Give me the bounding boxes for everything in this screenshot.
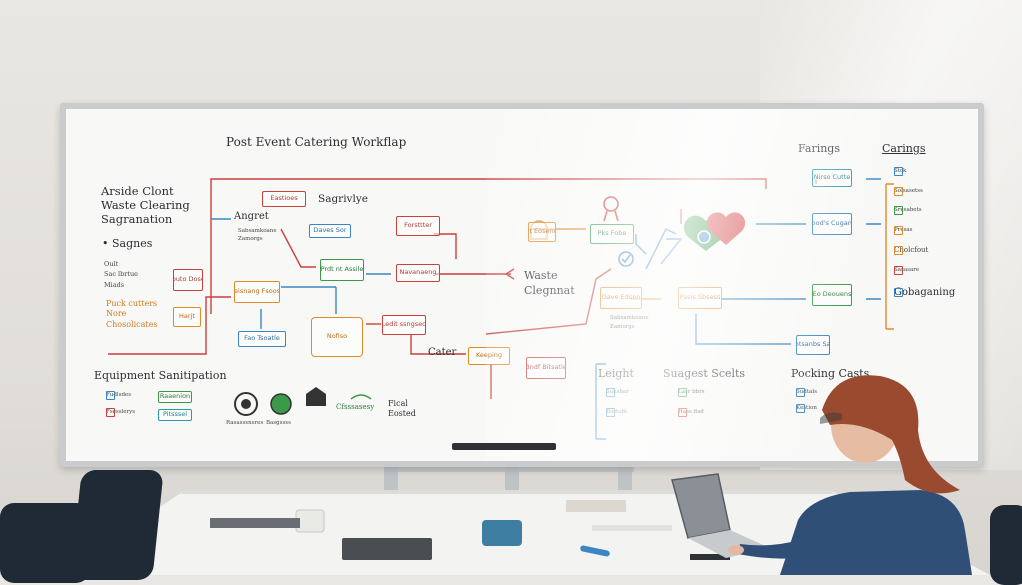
list-item: Sabsamkoane	[610, 315, 649, 321]
sagnes-list: Oult Sac lbrtue Miads	[104, 259, 138, 290]
icon-caption: Cfsssasesy	[336, 403, 375, 411]
final-label-line: Eosted	[388, 408, 416, 418]
waste-label-line: Clegnnat	[524, 283, 575, 297]
flow-box: Pks Fobe	[590, 224, 634, 244]
flow-box: Pood's Cugang	[812, 213, 852, 235]
flow-box: Fat Eosenne	[528, 222, 556, 242]
angret-label: Angret	[234, 211, 269, 222]
flow-box: Pitsssel	[158, 409, 192, 421]
list-item: Sasasare	[894, 267, 920, 273]
checkbox-icon	[106, 407, 115, 417]
flow-box: Harjt	[173, 307, 201, 327]
waste-label: Waste Clegnnat	[524, 269, 575, 299]
list-item: Chosolicates	[106, 319, 158, 329]
left-heading-line: Sagranation	[101, 211, 173, 226]
leight-item: Sohsbar	[606, 387, 629, 397]
waste-notes: Sabsamkoane Zamorgs	[610, 314, 649, 332]
list-item: Sresabets	[894, 207, 922, 213]
left-heading-line: Arside Clont	[101, 184, 174, 198]
checkbox-icon	[606, 407, 615, 417]
checkbox-icon	[894, 206, 903, 216]
equipment-item: Fsesslerys	[106, 407, 136, 417]
list-item: Solsasetss	[894, 187, 923, 194]
list-item: Zamorgs	[238, 236, 263, 243]
carings-item: Sresabets	[894, 206, 955, 216]
checkbox-icon	[894, 288, 903, 297]
checkbox-icon	[894, 246, 903, 255]
list-item: Oult	[104, 260, 119, 268]
list-item: Gobaganing	[894, 286, 956, 298]
leight-item: Dsstobl	[606, 407, 627, 417]
flow-box: Keeping	[468, 347, 510, 365]
flow-box: Eastioes	[262, 191, 306, 207]
checkbox-icon	[106, 390, 115, 400]
checkbox-icon	[894, 225, 903, 235]
flow-box: Seisnang Fsoose	[234, 281, 280, 303]
carings-item: Solsasetss	[894, 186, 955, 196]
flow-box: Nirso Cutte	[812, 169, 852, 187]
board-title: Post Event Catering Workflap	[226, 135, 407, 149]
farings-label: Farings	[798, 142, 840, 155]
flow-box: Fao Tsoatle	[238, 331, 286, 347]
list-item: Fudlsdes	[106, 392, 132, 398]
flow-box: Daves Sor	[309, 224, 351, 238]
carings-item: Gobaganing	[894, 286, 956, 298]
hearts-graphic	[684, 212, 746, 251]
carings-item: Cholcfout	[894, 246, 955, 255]
list-item: Zamorgs	[610, 323, 635, 330]
person-with-laptop	[671, 375, 972, 575]
left-heading-line: Waste Clearing	[101, 197, 190, 212]
checkbox-icon	[894, 167, 903, 177]
carings-item: Sasasare	[894, 266, 955, 276]
list-item: Sac lbrtue	[104, 270, 139, 279]
carings-label: Carings	[882, 142, 926, 155]
list-item: Miads	[104, 280, 125, 289]
carings-list: Stck Solsasetss Sresabets Presas Cholcfo…	[894, 167, 956, 298]
flow-box: Prdt nt Assile	[320, 259, 364, 281]
carings-item: Presas	[894, 225, 955, 235]
carings-item: Stck	[894, 167, 955, 177]
chair	[990, 505, 1022, 585]
flow-box: Fotsanbs Sae	[796, 335, 830, 355]
equipment-label: Equipment Sanitipation	[94, 369, 227, 382]
icon-caption: Rasasssnsres	[226, 420, 264, 426]
checkbox-icon	[894, 186, 903, 196]
pick-list: Puck cutters Nore Chosolicates	[106, 299, 157, 330]
flow-box: Ssouto Dosess	[173, 269, 203, 291]
list-item: Cholcfout	[894, 246, 929, 254]
icon-caption: Basgssss	[266, 420, 291, 426]
flow-box: Nofiso	[311, 317, 363, 357]
checkbox-icon	[606, 387, 615, 397]
final-label: Fical Eosted	[388, 399, 416, 418]
flow-box: Ledit ssngsed	[382, 315, 426, 335]
flow-box: Eo Deouens	[812, 284, 852, 306]
angret-sub: Sabsamkoane Zamorgs	[238, 227, 277, 244]
checkbox-icon	[894, 266, 903, 276]
equipment-item: Fudlsdes	[106, 390, 132, 400]
list-item: Nore	[106, 309, 127, 319]
list-item: Puck cutters	[106, 299, 158, 308]
final-label-line: Fical	[388, 399, 408, 408]
leight-label: Leight	[598, 367, 634, 380]
sagrivlye-label: Sagrivlye	[318, 193, 368, 205]
icons-row	[234, 387, 372, 416]
flow-box: Navanaeng	[396, 264, 440, 282]
flow-box: Dave Edsen	[600, 287, 642, 309]
flow-box: Forsttter	[396, 216, 440, 236]
cater-label: Cater	[428, 347, 457, 358]
list-item: Sabsamkoane	[238, 228, 277, 234]
list-item: Fsesslerys	[106, 409, 136, 415]
marker-tray	[452, 443, 556, 450]
flow-box: Bndf Bitsatle	[526, 357, 566, 379]
flow-box: Raaenion	[158, 391, 192, 403]
flow-box: Pasis Sbsess	[678, 287, 722, 309]
left-heading: Arside Clont Waste Clearing Sagranation	[101, 184, 190, 226]
chair	[70, 470, 164, 580]
waste-label-line: Waste	[524, 269, 558, 282]
sagnes-label: • Sagnes	[102, 237, 153, 250]
sagnes-label-text: Sagnes	[112, 237, 153, 250]
